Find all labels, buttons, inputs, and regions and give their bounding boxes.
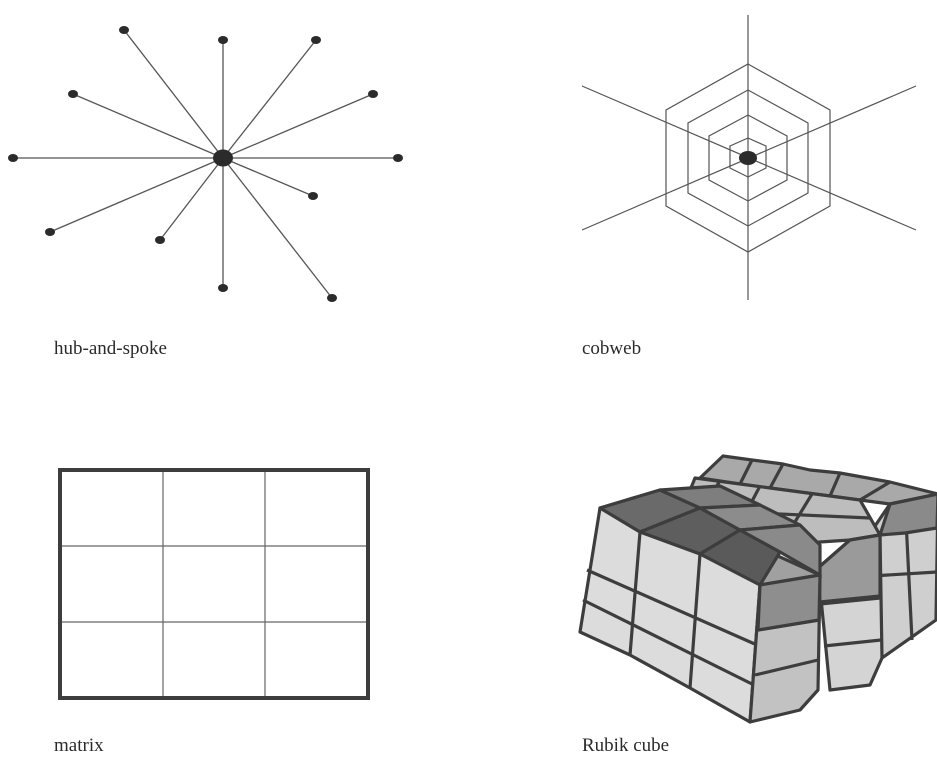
hub-and-spoke-nodes [8, 26, 403, 302]
spoke-node [311, 36, 321, 44]
spoke-node [368, 90, 378, 98]
spoke-node [155, 236, 165, 244]
hub-and-spoke-diagram [13, 30, 398, 298]
spoke-node [45, 228, 55, 236]
spoke [73, 94, 223, 158]
spoke-node [308, 192, 318, 200]
matrix-diagram [60, 470, 368, 698]
spoke [124, 30, 223, 158]
spoke [223, 158, 313, 196]
caption-rubik-cube: Rubik cube [582, 735, 669, 757]
rubik-right-tile [758, 575, 820, 630]
cobweb-center-node [739, 151, 757, 165]
spoke [223, 40, 316, 158]
spoke-node [327, 294, 337, 302]
spoke [223, 158, 332, 298]
caption-matrix: matrix [54, 735, 104, 757]
matrix-frame [60, 470, 368, 698]
spoke [160, 158, 223, 240]
hub-node [213, 150, 233, 167]
spoke [223, 94, 373, 158]
spoke-node [8, 154, 18, 162]
spoke-node [218, 36, 228, 44]
spoke-node [68, 90, 78, 98]
spoke-node [393, 154, 403, 162]
rubik-side-face [818, 535, 880, 602]
caption-hub-and-spoke: hub-and-spoke [54, 338, 167, 360]
spoke-node [218, 284, 228, 292]
rubik-cube-diagram [580, 456, 937, 722]
spoke [50, 158, 223, 232]
caption-cobweb: cobweb [582, 338, 641, 360]
spoke-node [119, 26, 129, 34]
rubik-front-slab [580, 486, 820, 722]
